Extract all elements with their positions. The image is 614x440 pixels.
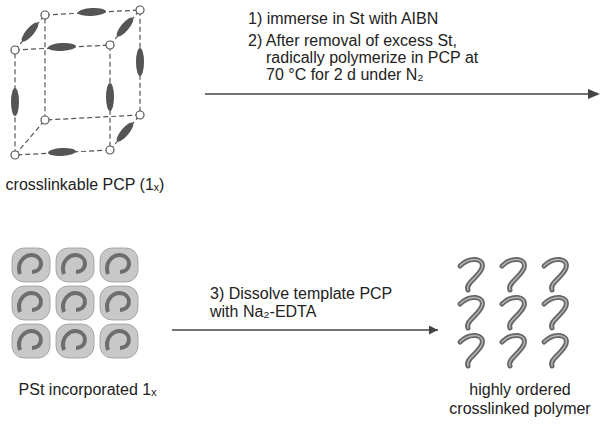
figure-caption: crosslinkable PCP (1ₓ) bbox=[0, 175, 170, 194]
figure-caption: highly ordered crosslinked polymer bbox=[440, 380, 600, 418]
scheme-stage-figure: highly ordered crosslinked polymer bbox=[440, 250, 600, 418]
figure-caption: PSt incorporated 1ₓ bbox=[5, 380, 170, 399]
reaction-condition: 1) immerse in St with AIBN bbox=[248, 10, 588, 27]
pst-grid bbox=[12, 248, 138, 358]
reaction-arrow bbox=[172, 329, 438, 331]
pcp-cube bbox=[11, 6, 144, 159]
polymer-strands bbox=[460, 259, 566, 366]
scheme-stage-figure: PSt incorporated 1ₓ bbox=[5, 240, 170, 399]
scheme-stage-figure: crosslinkable PCP (1ₓ) bbox=[0, 5, 170, 194]
reaction-condition: 3) Dissolve template PCP with Na₂-EDTA bbox=[207, 284, 403, 322]
reaction-arrow bbox=[205, 89, 600, 99]
reaction-condition: 2) After removal of excess St, radically… bbox=[248, 32, 483, 83]
